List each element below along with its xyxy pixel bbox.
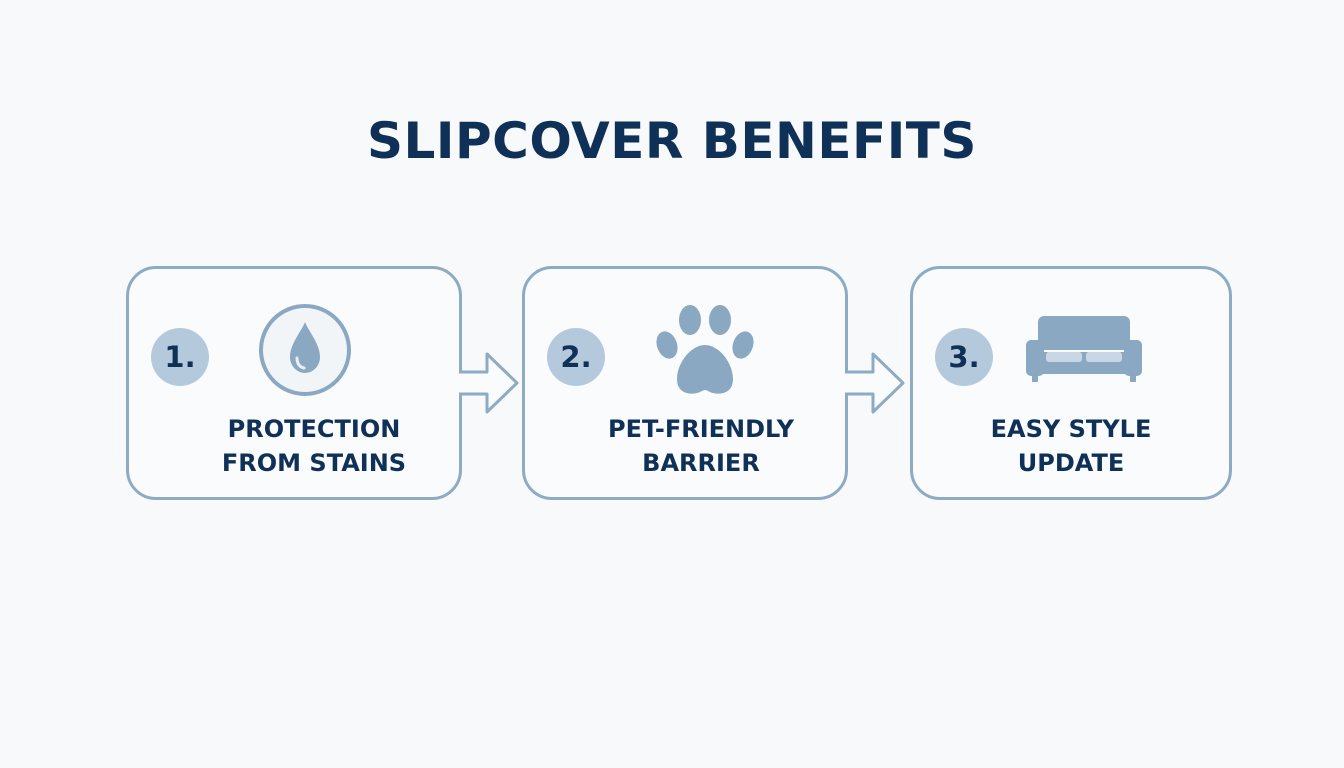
step-label: PROTECTION FROM STAINS <box>221 415 407 477</box>
arrow-right-icon <box>845 352 905 414</box>
step-label: PET-FRIENDLY BARRIER <box>608 415 794 477</box>
step-number-badge: 1. <box>151 328 209 386</box>
step-number-badge: 3. <box>935 328 993 386</box>
paw-print-icon <box>653 301 757 399</box>
arrow-right-icon <box>459 352 519 414</box>
step-card-pet-friendly: 2. PET-FRIENDLY BARRIER <box>522 266 848 500</box>
step-label: EASY STYLE UPDATE <box>990 415 1152 477</box>
water-drop-icon <box>257 302 353 398</box>
step-card-protection: 1. PROTECTION FROM STAINS <box>126 266 462 500</box>
sofa-icon <box>1026 316 1142 382</box>
step-card-style-update: 3. EASY STYLE UPDATE <box>910 266 1232 500</box>
page-title: SLIPCOVER BENEFITS <box>367 112 977 170</box>
step-number-badge: 2. <box>547 328 605 386</box>
